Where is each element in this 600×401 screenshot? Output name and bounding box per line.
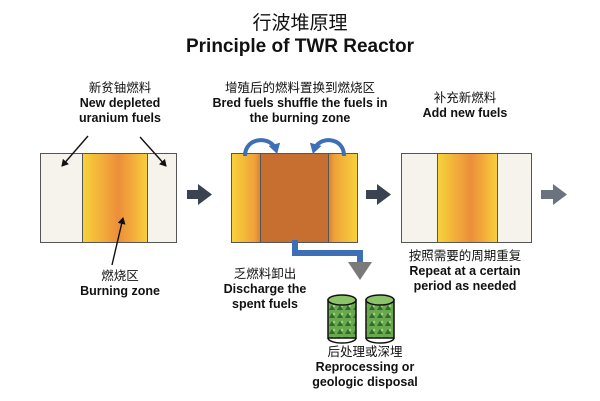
caption-shuffle-zh: 增殖后的燃料置换到燃烧区 <box>224 80 375 95</box>
caption-new-fuels-en-2: uranium fuels <box>79 111 161 125</box>
process-arrow-2 <box>366 184 391 205</box>
process-arrow-1 <box>187 184 212 205</box>
caption-reprocessing-zh: 后处理或深埋 <box>327 344 403 359</box>
pointer-burning-zone <box>111 217 126 266</box>
reactor-2-spent-zone <box>260 153 329 243</box>
title-zh: 行波堆原理 <box>252 12 348 34</box>
caption-add-fuels: 补充新燃料 Add new fuels <box>395 90 535 121</box>
reactor-1-burning-zone <box>82 153 148 243</box>
caption-repeat: 按照需要的周期重复 Repeat at a certain period as … <box>385 248 545 294</box>
caption-reprocessing: 后处理或深埋 Reprocessing or geologic disposal <box>295 344 435 390</box>
caption-shuffle-en-2: the burning zone <box>249 111 351 125</box>
caption-repeat-en-1: Repeat at a certain <box>409 264 521 278</box>
caption-reprocessing-en-1: Reprocessing or <box>315 360 415 374</box>
caption-discharge-zh: 乏燃料卸出 <box>233 266 297 281</box>
spent-fuel-canister-left <box>327 294 357 344</box>
caption-add-fuels-en: Add new fuels <box>422 106 508 120</box>
spent-fuel-canister-right <box>365 294 395 344</box>
caption-new-fuels-en-1: New depleted <box>79 96 161 110</box>
caption-repeat-zh: 按照需要的周期重复 <box>408 248 522 263</box>
pointer-new-fuels-right <box>139 136 167 167</box>
pointer-new-fuels-left <box>61 135 89 167</box>
shuffle-arrow-left <box>243 138 281 157</box>
discharge-arrow-head <box>348 262 372 280</box>
shuffle-arrow-right <box>309 138 346 157</box>
caption-burning-zone: 燃烧区 Burning zone <box>50 268 190 299</box>
discharge-arrow <box>292 240 363 262</box>
caption-add-fuels-zh: 补充新燃料 <box>433 90 497 105</box>
caption-reprocessing-en-2: geologic disposal <box>312 375 418 389</box>
process-arrow-3 <box>541 184 567 205</box>
caption-discharge-en-1: Discharge the <box>223 282 307 296</box>
caption-discharge: 乏燃料卸出 Discharge the spent fuels <box>205 266 325 312</box>
caption-shuffle: 增殖后的燃料置换到燃烧区 Bred fuels shuffle the fuel… <box>195 80 405 126</box>
caption-burning-zone-zh: 燃烧区 <box>101 268 139 283</box>
title-en: Principle of TWR Reactor <box>185 36 415 57</box>
caption-new-fuels: 新贫铀燃料 New depleted uranium fuels <box>50 80 190 126</box>
caption-discharge-en-2: spent fuels <box>232 297 298 311</box>
caption-new-fuels-zh: 新贫铀燃料 <box>88 80 152 95</box>
caption-repeat-en-2: period as needed <box>413 279 517 293</box>
reactor-3-burning-zone <box>437 153 498 243</box>
caption-burning-zone-en: Burning zone <box>80 284 160 298</box>
caption-shuffle-en-1: Bred fuels shuffle the fuels in <box>212 96 388 110</box>
